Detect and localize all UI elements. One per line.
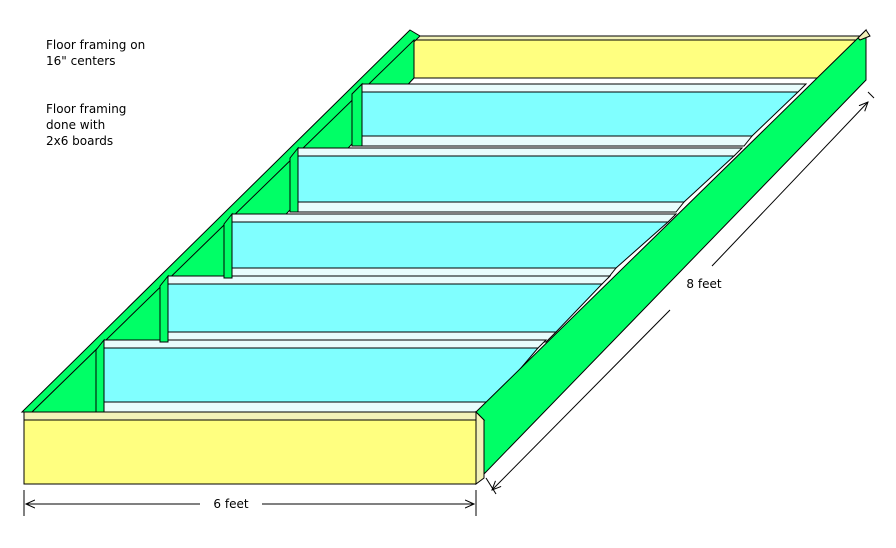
spacing-note: Floor framing on 16" centers [46, 37, 145, 69]
length-dimension: 8 feet [485, 91, 875, 495]
lumber-note-line-1: Floor framing [46, 102, 127, 116]
width-dimension: 6 feet [23, 490, 477, 516]
length-extension-top [867, 91, 875, 99]
length-arrow-bottom [492, 309, 671, 490]
joist-3 [225, 213, 678, 279]
back-end-board [408, 35, 868, 79]
length-extension-bottom [485, 477, 497, 495]
spacing-note-line-2: 16" centers [46, 54, 116, 68]
lumber-note-line-2: done with [46, 118, 106, 132]
width-label: 6 feet [213, 497, 248, 511]
length-arrow-top [711, 102, 868, 267]
length-label: 8 feet [686, 277, 721, 291]
spacing-note-line-1: Floor framing on [46, 38, 146, 52]
joist-2 [291, 147, 744, 213]
lumber-note-line-3: 2x6 boards [46, 134, 114, 148]
front-end-board [23, 410, 486, 485]
joist-5 [97, 339, 548, 413]
lumber-note: Floor framing done with 2x6 boards [46, 101, 126, 149]
joist-4 [158, 275, 612, 343]
joist-1 [355, 83, 808, 147]
